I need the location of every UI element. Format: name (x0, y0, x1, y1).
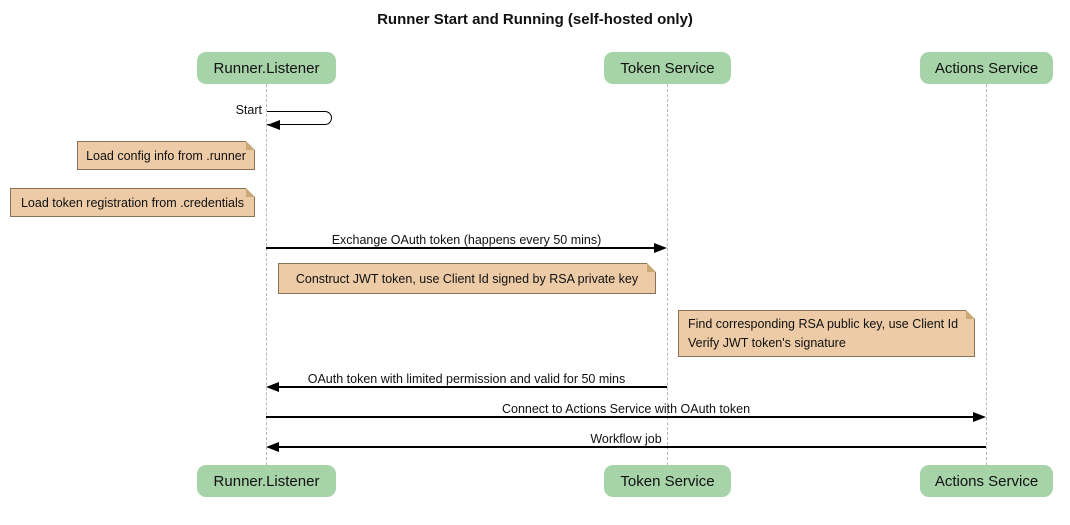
note-construct-jwt: Construct JWT token, use Client Id signe… (278, 263, 656, 294)
note-text: Load config info from .runner (86, 148, 246, 163)
arrowhead-left-icon (266, 442, 279, 452)
message-oauth-return-label: OAuth token with limited permission and … (307, 372, 626, 386)
message-workflow-job-line (278, 446, 986, 448)
note-text: Load token registration from .credential… (20, 195, 245, 210)
arrowhead-left-icon (266, 382, 279, 392)
participant-label: Token Service (620, 59, 715, 77)
arrowhead-right-icon (654, 243, 667, 253)
message-start-label: Start (235, 103, 262, 117)
diagram-title: Runner Start and Running (self-hosted on… (377, 11, 693, 28)
participant-label: Actions Service (934, 59, 1039, 77)
note-load-token-registration: Load token registration from .credential… (10, 188, 255, 217)
lifeline-actions-service (986, 84, 987, 465)
message-exchange-oauth-label: Exchange OAuth token (happens every 50 m… (331, 233, 602, 247)
message-connect-actions-label: Connect to Actions Service with OAuth to… (501, 402, 751, 416)
participant-runner-listener-bottom: Runner.Listener (197, 465, 336, 497)
note-load-config: Load config info from .runner (77, 141, 255, 170)
participant-actions-service-top: Actions Service (920, 52, 1053, 84)
message-workflow-job-label: Workflow job (590, 432, 662, 446)
message-connect-actions-line (266, 416, 975, 418)
message-start-self-loop (267, 111, 332, 125)
participant-label: Token Service (620, 472, 715, 490)
note-find-rsa-key: Find corresponding RSA public key, use C… (678, 310, 975, 357)
participant-token-service-top: Token Service (604, 52, 731, 84)
note-text: Construct JWT token, use Client Id signe… (295, 271, 639, 286)
participant-label: Runner.Listener (213, 472, 320, 490)
arrowhead-left-icon (267, 120, 280, 130)
participant-label: Runner.Listener (213, 59, 320, 77)
message-oauth-return-line (278, 386, 667, 388)
participant-runner-listener-top: Runner.Listener (197, 52, 336, 84)
arrowhead-right-icon (973, 412, 986, 422)
participant-actions-service-bottom: Actions Service (920, 465, 1053, 497)
message-exchange-oauth-line (266, 247, 656, 249)
participant-token-service-bottom: Token Service (604, 465, 731, 497)
lifeline-runner-listener (266, 84, 267, 465)
note-text: Find corresponding RSA public key, use C… (688, 316, 959, 350)
lifeline-token-service (667, 84, 668, 465)
participant-label: Actions Service (934, 472, 1039, 490)
